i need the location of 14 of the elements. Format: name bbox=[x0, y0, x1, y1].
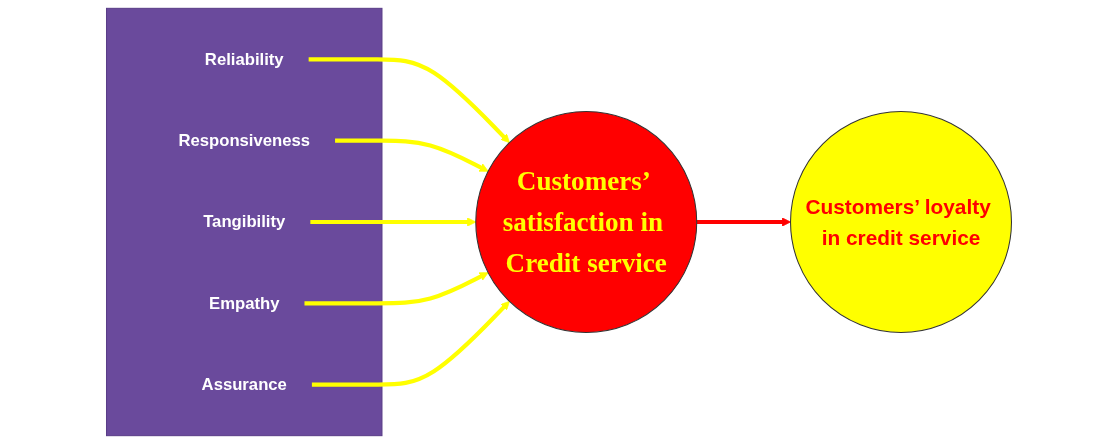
arrow bbox=[335, 138, 489, 172]
arrow bbox=[311, 300, 510, 387]
node-text: Assurance bbox=[201, 375, 287, 393]
node-text: Empathy bbox=[209, 293, 280, 312]
arrow bbox=[310, 217, 477, 227]
arrow bbox=[304, 272, 489, 306]
cluster bbox=[106, 7, 383, 437]
node-circle: Customers’ satisfaction in Credit service bbox=[475, 111, 698, 333]
arrow bbox=[696, 217, 791, 227]
node-text: Reliability bbox=[204, 50, 284, 68]
node-text: Responsiveness bbox=[178, 131, 311, 150]
arrow bbox=[308, 57, 510, 144]
node-circle: Customers’ loyalty in credit service bbox=[790, 111, 1012, 333]
node-text: Tangibility bbox=[203, 212, 286, 231]
